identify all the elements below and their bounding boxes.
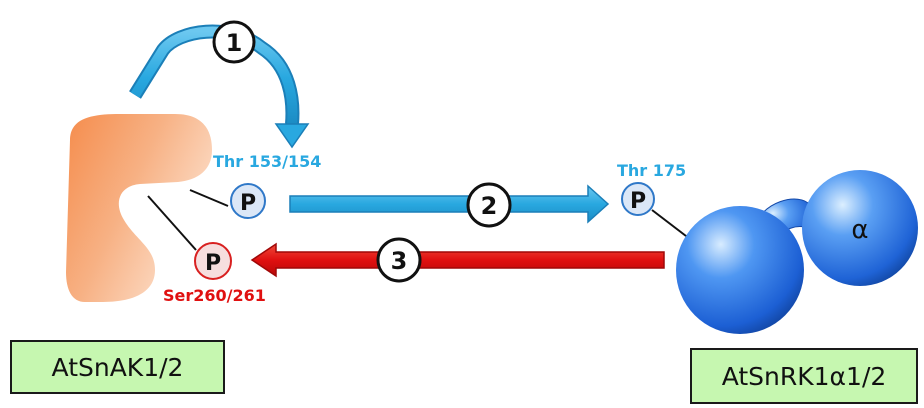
snak-thr-connector	[189, 189, 229, 207]
snrk-thr-phospho-label: P	[630, 189, 646, 214]
snak-ser-site-label: Ser260/261	[163, 286, 266, 305]
snrk-sphere-left	[676, 206, 804, 334]
step-1-circle	[212, 20, 256, 64]
alpha-subunit-label: α	[851, 215, 868, 245]
snak-protein-label: AtSnAK1/2	[51, 352, 184, 382]
snrk-protein-label-box: AtSnRK1α1/2	[690, 348, 918, 404]
snak-ser-phospho-label: P	[205, 251, 221, 276]
step-3-circle	[376, 237, 422, 283]
snrk-sphere-right	[802, 170, 918, 286]
phosphorylation-arrow-blue	[289, 184, 610, 224]
autophosphorylation-arrowhead	[274, 123, 310, 149]
step-2-label: 2	[481, 192, 498, 220]
snrk-thr-connector	[651, 209, 687, 237]
snak-thr-site-label: Thr 153/154	[213, 152, 321, 171]
step-2-circle	[466, 182, 512, 228]
snak-thr-phospho-circle	[230, 183, 266, 219]
snak-ser-phospho-circle	[194, 242, 232, 280]
snrk-thr-site-label: Thr 175	[617, 161, 686, 180]
step-1-label: 1	[226, 29, 243, 57]
snak-ser-connector	[147, 195, 197, 251]
snrk-thr-phospho-circle	[621, 182, 655, 216]
phosphorylation-arrow-red	[250, 242, 665, 278]
snak-kinase-shape	[66, 114, 212, 302]
step-3-label: 3	[391, 247, 408, 275]
snrk-protein-label: AtSnRK1α1/2	[721, 361, 887, 391]
snak-protein-label-box: AtSnAK1/2	[10, 340, 225, 394]
snak-thr-phospho-label: P	[240, 191, 256, 216]
